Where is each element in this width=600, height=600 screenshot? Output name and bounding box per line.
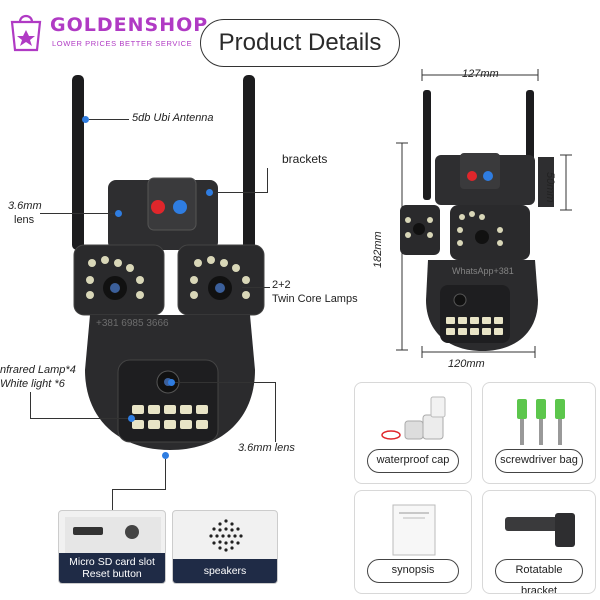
dimension-total-height: 182mm (372, 231, 384, 268)
lens-top-label-line1: 3.6mm (8, 200, 42, 212)
bracket-icon (505, 513, 575, 547)
callout-line (213, 192, 267, 193)
callout-dot (206, 189, 213, 196)
callout-line (112, 489, 166, 490)
dimension-width-bottom: 120mm (448, 358, 485, 370)
dimension-bracket-height: 50mm (544, 172, 556, 203)
callout-line (175, 382, 275, 383)
lens-top-label-line2: lens (14, 214, 35, 226)
feature-caption: speakers (173, 559, 277, 583)
accessory-label: Rotatable bracket (495, 559, 583, 593)
callout-line (40, 213, 118, 214)
callout-line (275, 382, 276, 442)
callout-dot (115, 210, 122, 217)
callout-line (30, 392, 31, 418)
speaker-grille-icon (209, 519, 243, 552)
callout-line (242, 287, 270, 288)
brand-name: GOLDENSHOP (50, 14, 209, 36)
lens-bottom-label: 3.6mm lens (238, 442, 295, 454)
accessory-label: waterproof cap (367, 449, 459, 473)
infrared-label-line1: nfrared Lamp*4 (0, 364, 76, 376)
infrared-label-line2: White light *6 (0, 378, 65, 390)
dimension-width-top: 127mm (462, 68, 499, 80)
feature-sd-slot: Micro SD card slot Reset button (58, 510, 166, 584)
shop-logo-icon (8, 12, 44, 52)
lamps-label-line2: Twin Core Lamps (272, 293, 358, 305)
accessory-card-waterproof-cap: waterproof cap (354, 382, 472, 484)
watermark-text: +381 6985 3666 (96, 318, 169, 329)
feature-caption: Micro SD card slot Reset button (59, 553, 165, 583)
accessory-label: screwdriver bag (495, 449, 583, 473)
callout-dot (162, 452, 169, 459)
waterproof-cap-icon (381, 396, 446, 440)
sd-slot-icon (65, 517, 161, 553)
feature-speakers: speakers (172, 510, 278, 584)
lamps-label-line1: 2+2 (272, 279, 291, 291)
manual-booklet-icon (392, 504, 436, 556)
antenna-label: 5db Ubi Antenna (132, 112, 214, 124)
title-pill (200, 19, 400, 67)
accessory-card-synopsis: synopsis (354, 490, 472, 594)
callout-dot (128, 415, 135, 422)
page-title: Product Details (218, 29, 382, 56)
callout-line (112, 489, 113, 511)
callout-line (89, 119, 129, 120)
screw-anchors-icon (517, 399, 565, 445)
callout-dot (82, 116, 89, 123)
accessory-card-rotatable-bracket: Rotatable bracket (482, 490, 596, 594)
accessory-card-screwdriver-bag: screwdriver bag (482, 382, 596, 484)
accessory-label: synopsis (367, 559, 459, 583)
brand-tagline: LOWER PRICES BETTER SERVICE (52, 39, 193, 48)
callout-line (30, 418, 130, 419)
callout-line (165, 459, 166, 489)
callout-dot (168, 379, 175, 386)
camera-dimension-illustration (396, 69, 572, 358)
callout-line (267, 168, 268, 193)
camera-main-illustration (72, 75, 265, 450)
brackets-label: brackets (282, 152, 328, 166)
watermark-text: WhatsApp+381 (452, 266, 514, 276)
